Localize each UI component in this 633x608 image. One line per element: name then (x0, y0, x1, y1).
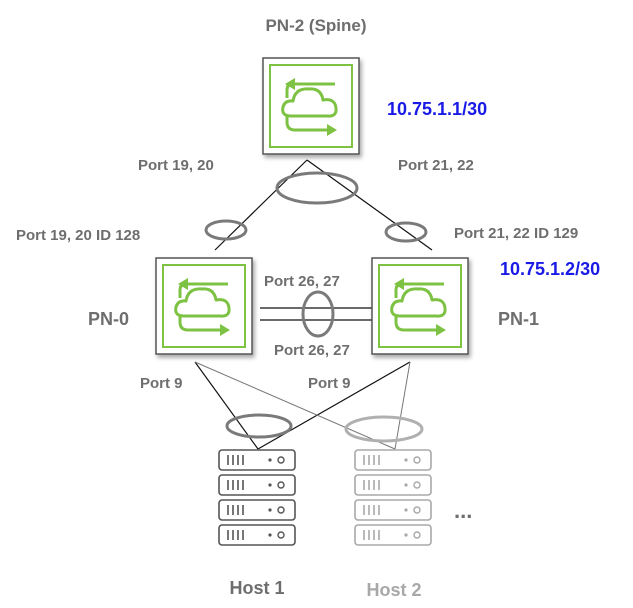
spine-title: PN-2 (Spine) (265, 16, 366, 35)
host2-label: Host 2 (366, 580, 421, 600)
isl-bottom-port: Port 26, 27 (274, 342, 350, 359)
pn1-ip: 10.75.1.2/30 (500, 259, 600, 279)
lag-ellipse-spine (275, 171, 359, 205)
host1-server-icon (218, 449, 296, 546)
link-pn0-host2 (194, 361, 396, 450)
pn0-host-port: Port 9 (140, 375, 183, 392)
pn1-title: PN-1 (498, 309, 539, 329)
pn1-switch-icon (370, 256, 470, 356)
more-hosts-ellipsis: ... (454, 498, 472, 523)
spine-right-port: Port 21, 22 (398, 157, 474, 174)
lag-ellipse-pn0-uplink (204, 219, 248, 241)
pn1-uplink-port: Port 21, 22 ID 129 (454, 225, 578, 242)
lag-ellipse-host1 (225, 413, 293, 439)
host1-label: Host 1 (229, 578, 284, 598)
lag-ellipse-isl (301, 290, 335, 338)
pn0-uplink-port: Port 19, 20 ID 128 (16, 227, 140, 244)
pn0-title: PN-0 (88, 309, 129, 329)
host2-server-icon (354, 449, 432, 546)
link-spine-pn0 (214, 159, 308, 251)
link-pn0-host1 (194, 361, 259, 450)
isl-top-port: Port 26, 27 (264, 273, 340, 290)
pn1-host-port: Port 9 (308, 375, 351, 392)
lag-ellipses (204, 171, 428, 443)
spine-switch-icon (261, 56, 361, 156)
pn0-switch-icon (154, 256, 254, 356)
lag-ellipse-host2 (344, 415, 424, 443)
spine-ip: 10.75.1.1/30 (387, 99, 487, 119)
lag-ellipse-pn1-uplink (384, 221, 428, 243)
link-pn1-host2 (394, 361, 411, 450)
spine-left-port: Port 19, 20 (138, 157, 214, 174)
